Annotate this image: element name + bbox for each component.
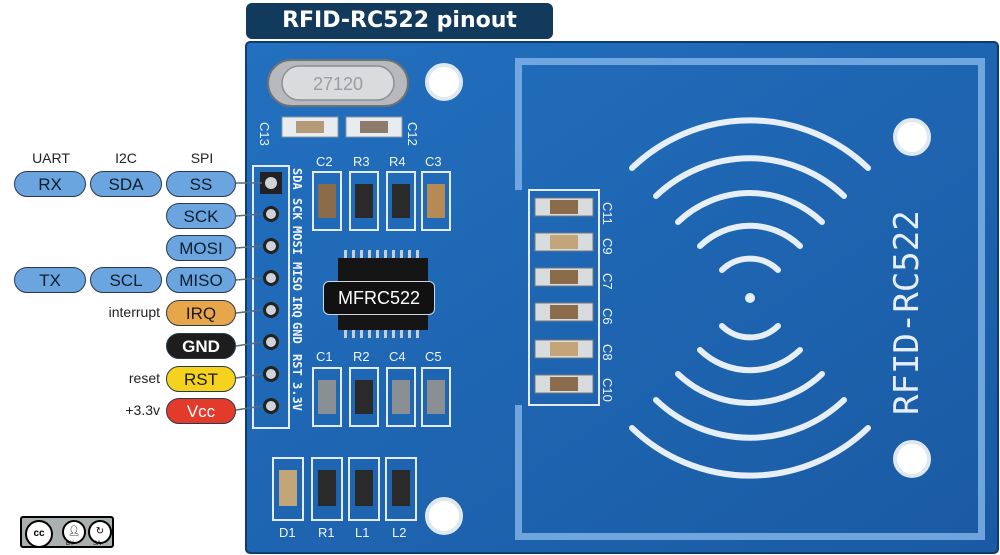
label-c11: C11 [600,202,615,225]
chip-label: MFRC522 [323,281,435,315]
label-c4: C4 [389,349,406,364]
note-interrupt: interrupt [108,304,160,320]
label-r3: R3 [353,154,370,169]
by-icon: 👤︎ [62,520,86,544]
note-vcc: +3.3v [125,402,160,418]
silk-33v: 3.3V [290,382,304,411]
silk-sda: SDA [290,168,304,190]
pin-rst: RST [166,366,236,392]
pin-tx: TX [14,267,86,293]
pin-irq: IRQ [166,300,236,326]
top-capacitors [281,116,403,138]
label-r1: R1 [318,525,335,540]
cc-license-badge: cc 👤︎ ↻ BY SA [20,516,114,548]
column-header-uart: UART [32,150,70,166]
pin-vcc: Vcc [166,398,236,424]
crystal-text: 27120 [313,74,363,94]
diagram-title: RFID-RC522 pinout [246,3,553,39]
pin-miso: MISO [166,267,236,293]
label-c12: C12 [405,122,420,146]
nfc-wave-icon [629,117,871,479]
crystal: 27120 [267,59,409,107]
pin-sck: SCK [166,203,236,229]
pin-scl: SCL [90,267,162,293]
label-c8: C8 [600,344,615,361]
lower-components [312,367,451,427]
label-l1: L1 [355,525,369,540]
board-label: RFID-RC522 [887,210,927,415]
header-silkscreen: SDA SCK MOSI MISO IRQ GND RST 3.3V [290,168,304,411]
pin-rx: RX [14,171,86,197]
component-labels: C13 C12 C2 R3 R4 C3 C1 R2 C4 C5 D1 R1 L1… [257,122,615,540]
silk-rst: RST [290,354,304,376]
label-c5: C5 [425,349,442,364]
cc-icon: cc [25,520,53,548]
label-c13: C13 [257,122,272,146]
label-c2: C2 [316,154,333,169]
pin-leaders [235,182,263,411]
pin-ss: SS [166,171,236,197]
sa-icon: ↻ [88,520,112,544]
header-pins [260,172,282,414]
label-l2: L2 [392,525,406,540]
label-c10: C10 [600,378,615,402]
silk-gnd: GND [290,322,304,344]
label-c7: C7 [600,273,615,290]
pin-sda: SDA [90,171,162,197]
bottom-components [272,457,417,521]
label-c9: C9 [600,238,615,255]
column-header-spi: SPI [190,150,214,166]
pin-mosi: MOSI [166,235,236,261]
header-outline [252,165,290,429]
capacitor-column [528,189,600,406]
label-d1: D1 [279,525,296,540]
silk-irq: IRQ [290,296,304,318]
upper-components [312,171,451,231]
mounting-holes [425,63,931,535]
label-c1: C1 [316,349,333,364]
silk-mosi: MOSI [290,226,304,255]
silk-sck: SCK [290,198,304,220]
by-label: BY [66,541,75,547]
label-r4: R4 [389,154,406,169]
label-c6: C6 [600,308,615,325]
label-r2: R2 [353,349,370,364]
sa-label: SA [93,541,102,547]
silk-miso: MISO [290,262,304,291]
note-reset: reset [128,370,160,386]
pin-gnd: GND [166,333,236,359]
label-c3: C3 [425,154,442,169]
column-header-i2c: I2C [115,150,137,166]
